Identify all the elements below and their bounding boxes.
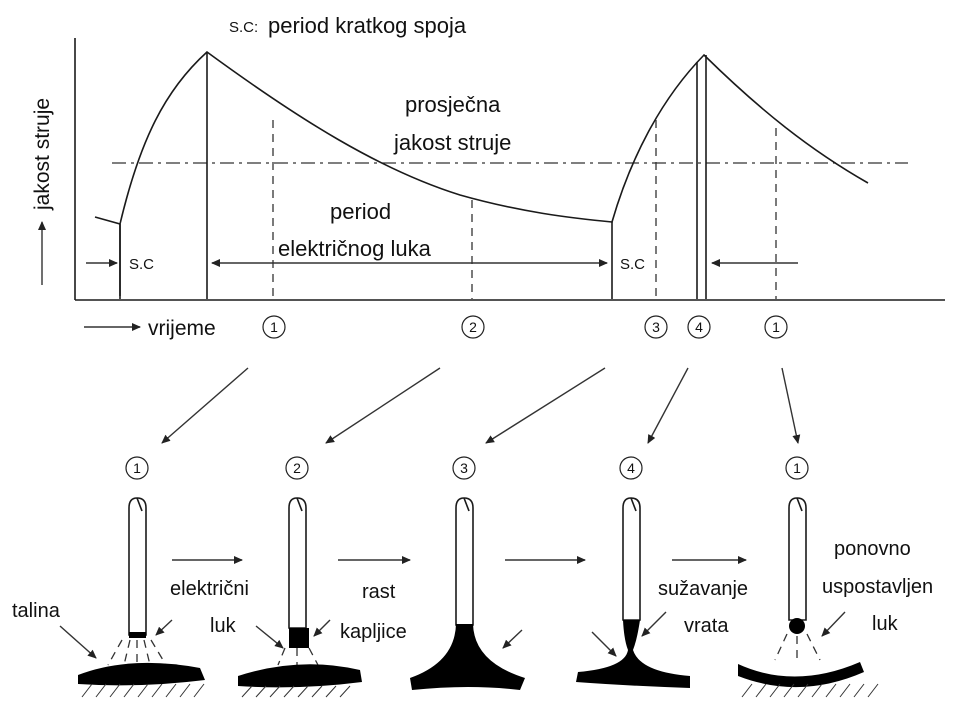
phase-marker-2: 2	[461, 315, 485, 339]
phase-marker-5: 1	[764, 315, 788, 339]
stage-1-weld-pool	[78, 662, 205, 686]
stage-5: 1 ponovno uspostavljen luk	[738, 456, 933, 698]
stage-2: 2 električni luk	[170, 456, 362, 698]
stage-2-electrode	[288, 497, 307, 629]
stage-4-neck-arrow-left	[591, 631, 617, 657]
stage-4-neck-arrow-right	[641, 611, 667, 637]
stage-5-caption-2: uspostavljen	[822, 576, 933, 598]
y-axis-label-group: jakost struje	[31, 98, 54, 285]
x-axis-label: vrijeme	[148, 317, 216, 340]
stage-1-hatch	[81, 683, 205, 698]
stage-4-caption-1: sužavanje	[658, 578, 748, 600]
arc-period-label-1: period	[330, 199, 391, 224]
sc-left-label: S.C	[129, 256, 154, 273]
pointer-arrows	[161, 367, 801, 444]
stage-2-weld-pool	[238, 664, 362, 688]
phase-marker-3: 3	[644, 315, 668, 339]
average-current-label-1: prosječna	[405, 92, 501, 117]
sc-right-label: S.C	[620, 256, 645, 273]
stage-3-bridge	[410, 624, 525, 690]
stage-4-necking	[576, 620, 690, 688]
stage-2-arc-arrow	[255, 625, 284, 649]
phase-marker-5-text: 1	[772, 319, 780, 335]
stage-5-weld-pool	[738, 662, 864, 688]
stage-5-arc	[774, 633, 821, 664]
stage-1-arc-arrow	[155, 619, 173, 636]
stage-1: 1 talina	[12, 456, 205, 698]
pointer-arrow-5	[781, 367, 801, 444]
phase-marker-1-text: 1	[270, 319, 278, 335]
short-circuit-period-label: period kratkog spoja	[268, 13, 467, 38]
stage-3-electrode	[455, 497, 474, 626]
stage-5-arc-arrow	[821, 611, 846, 637]
pointer-arrow-3	[485, 367, 606, 444]
stage-2-hatch	[241, 685, 351, 698]
phase-marker-2-text: 2	[469, 319, 477, 335]
short-circuit-period-prefix: S.C:	[229, 19, 258, 36]
stage-4-caption-2: vrata	[684, 615, 729, 637]
stage-2-caption-1: električni	[170, 578, 249, 600]
stage-5-caption-1: ponovno	[834, 538, 911, 560]
stage-1-electrode	[128, 497, 147, 636]
pointer-arrow-4	[647, 367, 689, 444]
stage-4-electrode	[622, 497, 641, 621]
phase-marker-4-text: 4	[695, 319, 703, 335]
stage-5-hatch	[741, 683, 879, 698]
current-graph: jakost struje vrijeme S.C S.C S.C: perio…	[31, 13, 945, 340]
phase-marker-3-text: 3	[652, 319, 660, 335]
current-waveform	[94, 50, 869, 296]
phase-marker-4: 4	[687, 315, 711, 339]
stage-1-arc	[107, 639, 167, 666]
pointer-arrow-1	[161, 367, 249, 444]
stage-2-number: 2	[293, 460, 301, 476]
stage-1-caption-1: talina	[12, 600, 61, 622]
stage-3-caption-2: kapljice	[340, 621, 407, 643]
stage-2-droplet	[289, 628, 309, 648]
stage-5-caption-3: luk	[872, 613, 899, 635]
stage-5-droplet	[789, 618, 805, 634]
arc-period-label-2: električnog luka	[278, 236, 432, 261]
stage-3: 3 rast kapljice	[340, 456, 525, 690]
stage-2-arc	[277, 647, 319, 666]
stage-3-caption-1: rast	[362, 581, 396, 603]
stage-2-droplet-arrow	[313, 619, 331, 637]
phase-marker-1: 1	[262, 315, 286, 339]
y-axis-label: jakost struje	[31, 98, 54, 211]
stage-3-bridge-arrow	[502, 629, 523, 649]
stage-3-number: 3	[460, 460, 468, 476]
stage-1-electrode-tip	[129, 632, 146, 638]
stage-1-number: 1	[133, 460, 141, 476]
stage-5-electrode	[788, 497, 807, 621]
stage-4: 4 sužavanje vrata	[576, 456, 748, 688]
stage-5-number: 1	[793, 460, 801, 476]
stage-4-number: 4	[627, 460, 635, 476]
stage-1-caption-arrow	[59, 625, 97, 659]
pointer-arrow-2	[325, 367, 441, 444]
stage-2-caption-2: luk	[210, 615, 237, 637]
average-current-label-2: jakost struje	[393, 130, 511, 155]
